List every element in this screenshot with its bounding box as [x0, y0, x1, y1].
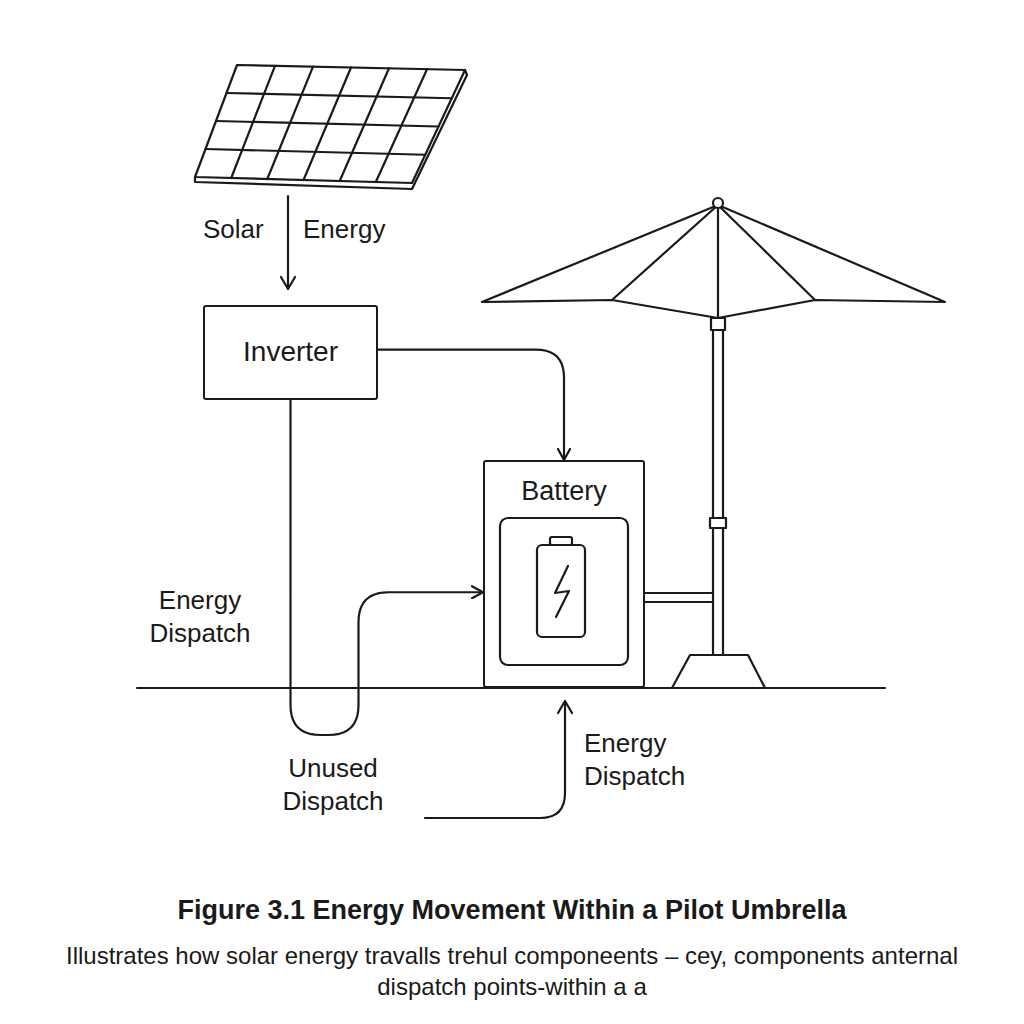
flow-label: Energy Dispatch	[584, 727, 734, 792]
energy-connector	[378, 350, 564, 460]
battery-cell	[537, 545, 585, 637]
umbrella-collar	[711, 318, 725, 330]
node-label: Battery	[521, 476, 607, 507]
solar-panel	[195, 65, 467, 189]
panel-grid	[206, 149, 426, 155]
dispatch-arrow	[425, 702, 565, 818]
battery-box: Battery	[483, 460, 645, 688]
flow-label: Solar	[203, 213, 264, 246]
arrow-head	[281, 277, 295, 289]
umbrella-rib	[612, 205, 718, 300]
battery-terminal	[550, 537, 572, 545]
flow-label: Energy Dispatch	[126, 584, 274, 649]
umbrella-canopy	[482, 205, 945, 318]
mount-rod	[645, 601, 713, 603]
umbrella-pole	[722, 330, 724, 655]
inverter-box: Inverter	[203, 305, 378, 400]
energy-connector	[291, 400, 484, 735]
lightning-bolt	[555, 566, 569, 617]
icon-panel	[500, 518, 628, 665]
arrow-head	[558, 701, 572, 713]
flow-label: Energy	[303, 213, 385, 246]
figure-caption: Figure 3.1 Energy Movement Within a Pilo…	[40, 893, 984, 928]
umbrella-pole	[712, 330, 714, 655]
caption-text: Illustrates how solar energy travalls tr…	[40, 940, 984, 1002]
umbrella-rib	[718, 205, 815, 300]
umbrella	[482, 198, 945, 688]
umbrella-finial	[713, 198, 723, 208]
umbrella-rib	[717, 205, 719, 318]
panel-grid	[227, 93, 452, 98]
umbrella-collar	[710, 518, 726, 528]
node-label: Inverter	[243, 336, 338, 368]
flow-label: Unused Dispatch	[254, 752, 412, 817]
umbrella-base	[672, 655, 765, 688]
panel-edge	[195, 70, 467, 189]
solar-arrow	[287, 196, 289, 288]
battery-icon	[500, 518, 628, 665]
mount-rod	[645, 592, 713, 594]
panel-grid	[216, 121, 439, 127]
